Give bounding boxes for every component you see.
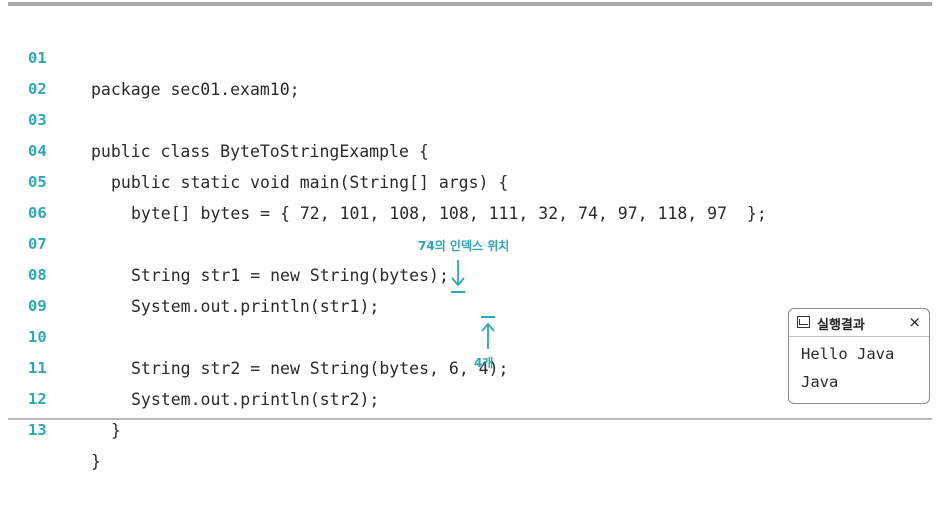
bottom-rule [8, 418, 932, 420]
code-text: public static void main(String[] args) { [111, 173, 509, 192]
code-text: String str1 = new String(bytes); [131, 266, 449, 285]
code-line: 11 System.out.println(str2); [0, 322, 780, 409]
line-number: 07 [28, 235, 47, 253]
line-number: 04 [28, 142, 47, 160]
offset-annotation: 74의 인덱스 위치 [418, 239, 510, 253]
code-line: 03 public class ByteToStringExample { [0, 74, 780, 161]
output-line: Java [801, 373, 839, 391]
line-number: 01 [28, 49, 47, 67]
code-line: 04 public static void main(String[] args… [0, 105, 780, 192]
line-number: 09 [28, 297, 47, 315]
top-rule [8, 2, 932, 6]
code-text: System.out.println(str2); [131, 390, 380, 409]
code-line: 10 String str2 = new String(bytes, 6, 4)… [0, 291, 780, 378]
up-arrow-icon [481, 316, 495, 349]
code-line: 08 System.out.println(str1); [0, 229, 780, 316]
close-icon[interactable]: × [908, 313, 921, 331]
result-title: 실행결과 [817, 318, 865, 333]
code-text: System.out.println(str1); [131, 297, 380, 316]
length-annotation: 4개 [474, 356, 494, 370]
code-text: } [91, 452, 101, 471]
line-number: 08 [28, 266, 47, 284]
result-header: 실행결과 × [789, 309, 929, 337]
code-line: 07 String str1 = new String(bytes); [0, 198, 780, 285]
code-line: 02 [0, 43, 780, 98]
output-line: Hello Java [801, 345, 895, 363]
code-line: 01 package sec01.exam10; [0, 12, 780, 99]
code-line: 12 } [0, 353, 780, 440]
line-number: 05 [28, 173, 47, 191]
code-line: 06 [0, 167, 780, 222]
code-line: 09 [0, 260, 780, 315]
code-line: 05 byte[] bytes = { 72, 101, 108, 108, 1… [0, 136, 780, 223]
result-panel: 실행결과 × Hello Java Java [788, 308, 930, 404]
code-text: byte[] bytes = { 72, 101, 108, 108, 111,… [131, 204, 767, 223]
code-line: 13 } [0, 384, 780, 471]
code-text: package sec01.exam10; [91, 80, 300, 99]
code-text: public class ByteToStringExample { [91, 142, 429, 161]
code-text: String str2 = new String(bytes, 6, 4); [131, 359, 509, 378]
line-number: 11 [28, 359, 47, 377]
line-number: 02 [28, 80, 47, 98]
down-arrow-icon [451, 260, 465, 293]
line-number: 03 [28, 111, 47, 129]
line-number: 06 [28, 204, 47, 222]
console-icon [797, 316, 810, 328]
line-number: 12 [28, 390, 47, 408]
line-number: 10 [28, 328, 47, 346]
